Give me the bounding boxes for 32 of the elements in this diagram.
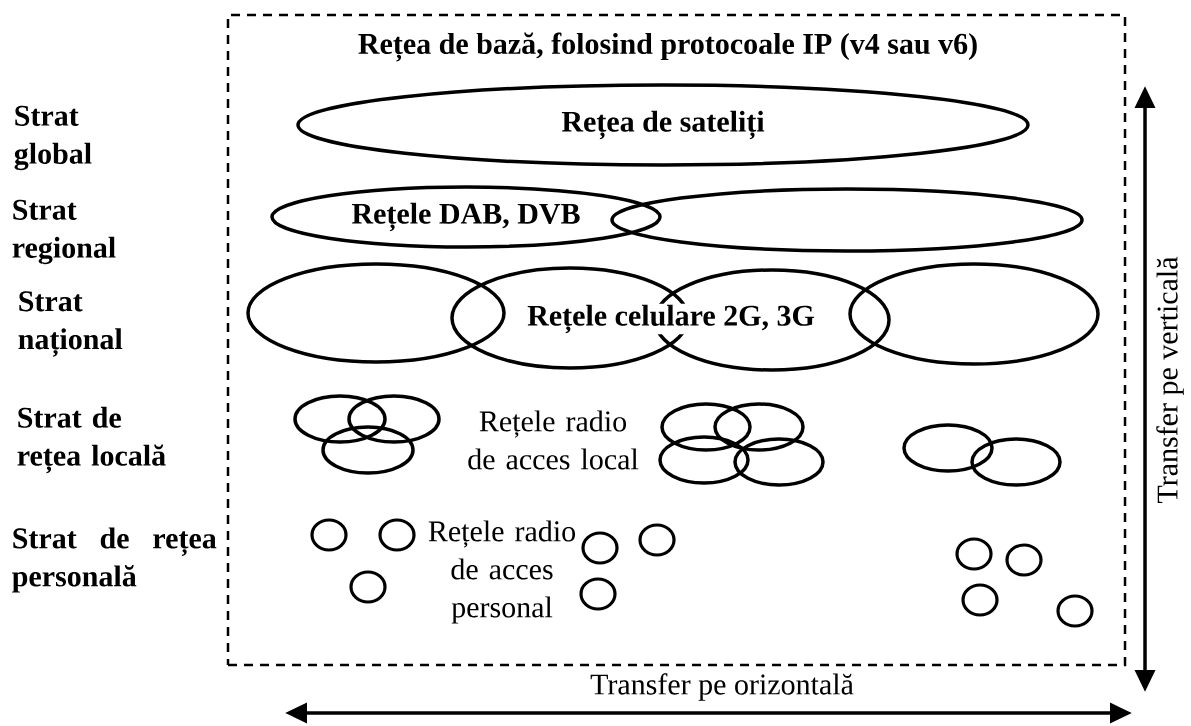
network-ellipse: [733, 437, 825, 487]
network-label: Rețele radio de acces local: [468, 410, 639, 470]
network-ellipse: [347, 394, 441, 444]
network-label: Rețele radio de acces personal: [428, 520, 576, 624]
layer-label: Strat global: [14, 105, 92, 171]
network-ellipse: [321, 425, 415, 475]
network-ellipse: [293, 394, 387, 444]
network-circle: [579, 577, 617, 611]
layer-label: Strat regional: [12, 199, 116, 265]
network-ellipse: [970, 437, 1062, 487]
network-ellipse: [713, 402, 805, 452]
network-circle: [310, 518, 348, 552]
network-circle: [638, 523, 676, 557]
network-ellipse: [610, 187, 1084, 253]
network-circle: [1056, 594, 1094, 628]
network-circle: [581, 531, 619, 565]
node-label: Rețele celulare 2G, 3G: [527, 304, 815, 334]
network-circle: [1005, 543, 1043, 577]
network-circle: [961, 583, 999, 617]
network-ellipse: [658, 435, 750, 485]
network-circle: [955, 537, 993, 571]
layer-label: Strat de rețea personală: [12, 527, 217, 593]
network-ellipse: [660, 402, 752, 452]
network-ellipse: [848, 262, 1100, 366]
layer-label: Strat național: [18, 291, 123, 357]
network-circle: [349, 570, 387, 604]
layer-label: Strat de rețea locală: [17, 406, 166, 474]
axis-label: Transfer pe orizontală: [590, 673, 854, 701]
axis-label: Transfer pe verticală: [1156, 256, 1184, 503]
network-ellipse: [902, 423, 994, 473]
network-ellipse: [246, 262, 506, 364]
network-circle: [378, 518, 416, 552]
